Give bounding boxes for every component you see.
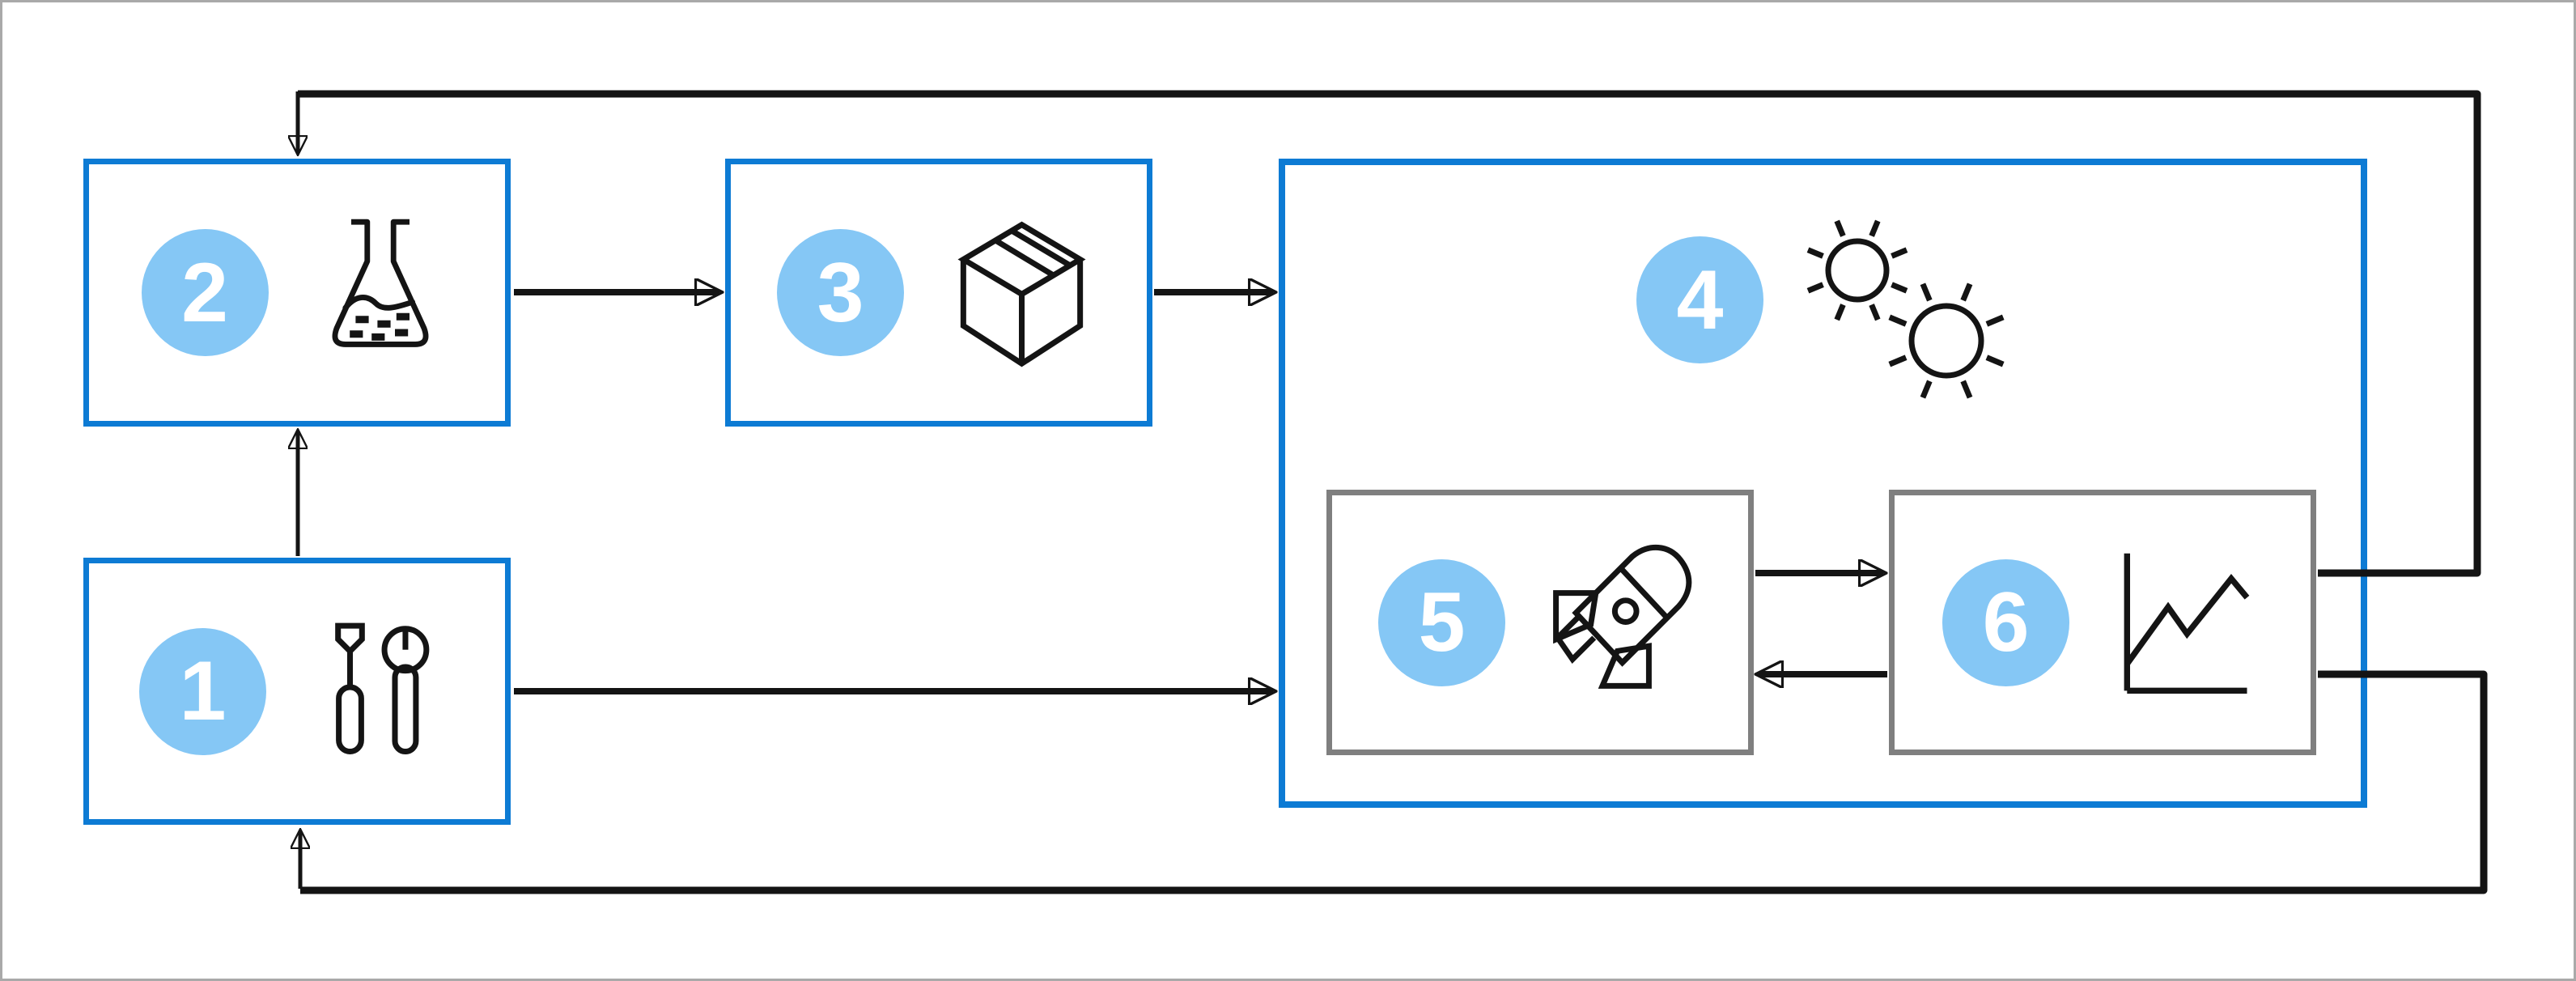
node-5: 5: [1326, 490, 1754, 755]
node-4-badge: 4: [1636, 236, 1763, 363]
node-1-badge: 1: [139, 627, 266, 755]
node-6-badge: 6: [1942, 558, 2069, 686]
suns-icon: [1806, 219, 2005, 399]
flask-icon: [332, 219, 428, 347]
rocket-icon: [1553, 544, 1692, 689]
node-3: 3: [725, 159, 1152, 427]
node-2: 2: [83, 159, 511, 427]
node-1: 1: [83, 558, 511, 825]
node-3-badge: 3: [777, 229, 904, 356]
node-5-badge: 5: [1378, 558, 1505, 686]
node-6: 6: [1889, 490, 2316, 755]
line-chart-icon: [2124, 553, 2250, 694]
tools-icon: [335, 622, 430, 754]
package-icon: [957, 221, 1086, 367]
node-2-badge: 2: [141, 229, 269, 356]
